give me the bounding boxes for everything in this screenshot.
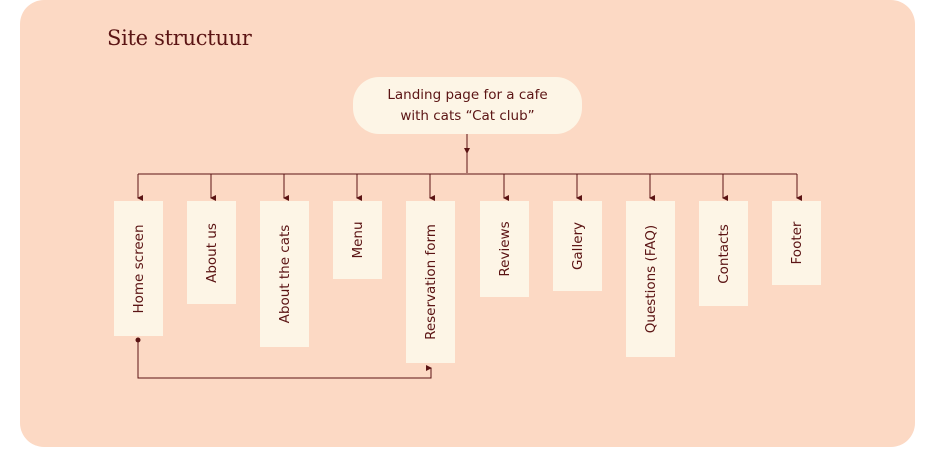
diagram-title: Site structuur — [107, 26, 252, 50]
node-label: Contacts — [715, 223, 732, 284]
node-label: About us — [203, 222, 220, 283]
root-node-line-2: with cats “Cat club” — [400, 107, 535, 124]
node-gallery: Gallery — [553, 201, 602, 291]
root-node: Landing page for a cafe with cats “Cat c… — [353, 77, 582, 134]
node-label: About the cats — [276, 224, 293, 324]
node-label: Reservation form — [422, 224, 439, 340]
node-home-screen: Home screen — [114, 201, 163, 336]
node-label: Questions (FAQ) — [642, 224, 659, 334]
node-label: Footer — [788, 221, 805, 265]
node-about-us: About us — [187, 201, 236, 304]
node-label: Gallery — [569, 221, 586, 271]
node-label: Reviews — [496, 221, 513, 277]
node-label: Home screen — [130, 223, 147, 314]
node-contacts: Contacts — [699, 201, 748, 306]
home-to-reservation-connector — [137, 340, 432, 379]
node-questions-faq: Questions (FAQ) — [626, 201, 675, 357]
node-about-the-cats: About the cats — [260, 201, 309, 347]
node-reservation-form: Reservation form — [406, 201, 455, 363]
node-label: Menu — [349, 221, 366, 259]
node-footer: Footer — [772, 201, 821, 285]
root-node-line-1: Landing page for a cafe — [387, 86, 548, 103]
diagram-panel — [20, 0, 915, 447]
home-connector-start-dot — [135, 337, 141, 343]
root-arrowhead — [464, 148, 470, 154]
node-menu: Menu — [333, 201, 382, 279]
node-reviews: Reviews — [480, 201, 529, 297]
